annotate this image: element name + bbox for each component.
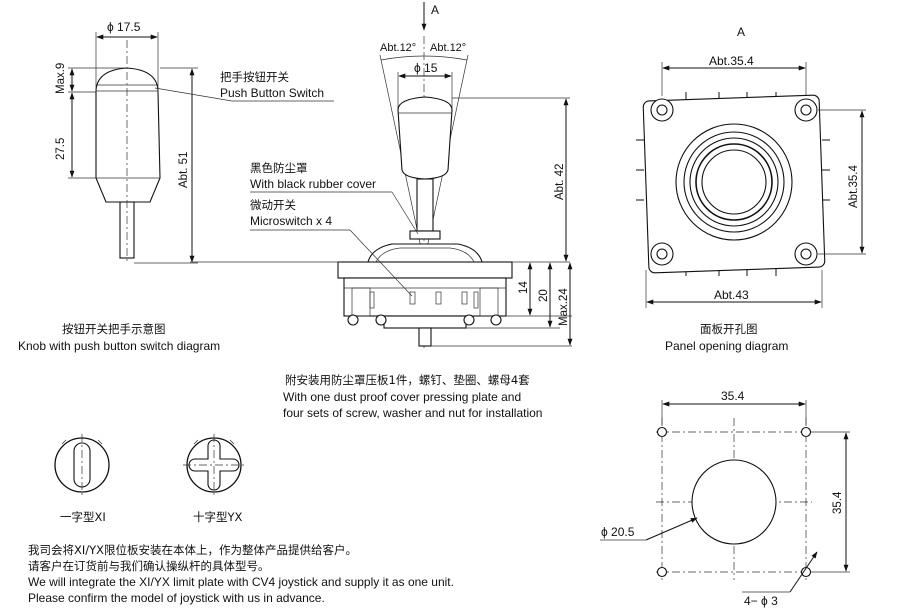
panel-view-label: A — [737, 25, 745, 39]
cutout-dim-top: 35.4 — [721, 389, 745, 403]
dim-angle-left: Abt.12° — [380, 42, 416, 54]
footer-note-cn-1: 我司会将XI/YX限位板安装在本体上，作为整体产品提供给客户。 — [28, 543, 357, 557]
callout-rubber-cover-cn: 黑色防尘罩 — [250, 161, 308, 175]
panel-dim-top: Abt.35.4 — [709, 54, 754, 68]
footer-note-en-1: We will integrate the XI/YX limit plate … — [28, 575, 454, 589]
dim-angle-right: Abt.12° — [430, 42, 466, 54]
cutout-dim-side: 35.4 — [832, 491, 844, 514]
footer-note: 我司会将XI/YX限位板安装在本体上，作为整体产品提供给客户。 请客户在订货前与… — [28, 543, 454, 605]
dim-height-42: Abt. 42 — [554, 164, 566, 200]
dim-knob-27-5: 27.5 — [55, 138, 67, 160]
footer-note-en-2: Please confirm the model of joystick wit… — [28, 591, 325, 605]
joystick-shaft — [416, 178, 434, 232]
panel-view: A Abt.35.4 — [636, 25, 866, 353]
dim-knob-abt51: Abt. 51 — [178, 152, 190, 188]
callout-push-button-en: Push Button Switch — [220, 86, 324, 100]
panel-caption-cn: 面板开孔图 — [700, 322, 758, 336]
joystick-handle — [397, 96, 453, 180]
dim-top-width: ϕ 15 — [414, 61, 438, 75]
limit-plate-yx: 十字型YX — [183, 434, 245, 524]
cutout-center-hole — [691, 459, 777, 545]
joystick-side-view: A Abt.12° Abt.12° ϕ 15 — [190, 2, 573, 350]
panel-dim-side: Abt.35.4 — [848, 165, 860, 208]
install-note-cn: 附安装用防尘罩压板1件，螺钉、垫圈、螺母4套 — [285, 373, 530, 387]
limit-plate-yx-label: 十字型YX — [193, 510, 243, 524]
limit-plate-xi: 一字型XI — [54, 434, 110, 524]
install-note: 附安装用防尘罩压板1件，螺钉、垫圈、螺母4套 With one dust pro… — [283, 373, 542, 420]
knob-caption-cn: 按钮开关把手示意图 — [62, 322, 166, 336]
cutout-dim-hole: ϕ 20.5 — [601, 525, 635, 539]
dim-20: 20 — [538, 289, 550, 302]
install-note-en-1: With one dust proof cover pressing plate… — [283, 390, 521, 404]
panel-caption-en: Panel opening diagram — [665, 339, 788, 353]
switch-body-top — [337, 261, 513, 279]
view-arrow-label: A — [431, 3, 439, 17]
knob-body — [95, 67, 161, 203]
switch-body — [343, 277, 507, 317]
knob-diagram: ϕ 17.5 Max.9 27.5 Abt. 51 按钮开关把手示意图 Knob… — [18, 20, 220, 353]
dim-max24: Max.24 — [558, 288, 570, 326]
callouts: 把手按钮开关 Push Button Switch 黑色防尘罩 With bla… — [154, 70, 419, 297]
callout-push-button-cn: 把手按钮开关 — [220, 70, 289, 84]
panel-center-rings — [675, 123, 793, 241]
callout-rubber-cover-en: With black rubber cover — [250, 177, 376, 191]
cutout-diagram: 35.4 35.4 ϕ 20.5 4− ϕ 3 — [600, 389, 850, 608]
dim-14: 14 — [518, 281, 530, 294]
callout-microswitch-en: Microswitch x 4 — [250, 214, 332, 228]
panel-mount-holes — [650, 98, 818, 266]
footer-note-cn-2: 请客户在订货前与我们确认操纵杆的具体型号。 — [28, 559, 270, 573]
limit-plate-xi-label: 一字型XI — [60, 510, 106, 524]
rubber-cover — [367, 243, 483, 263]
panel-dim-bottom: Abt.43 — [714, 288, 749, 302]
cutout-dim-screws: 4− ϕ 3 — [744, 594, 778, 608]
install-note-en-2: four sets of screw, washer and nut for i… — [283, 406, 542, 420]
knob-caption-en: Knob with push button switch diagram — [18, 339, 220, 353]
callout-microswitch-cn: 微动开关 — [250, 198, 296, 212]
dim-knob-width: ϕ 17.5 — [107, 20, 141, 34]
dim-knob-max9: Max.9 — [55, 63, 67, 94]
